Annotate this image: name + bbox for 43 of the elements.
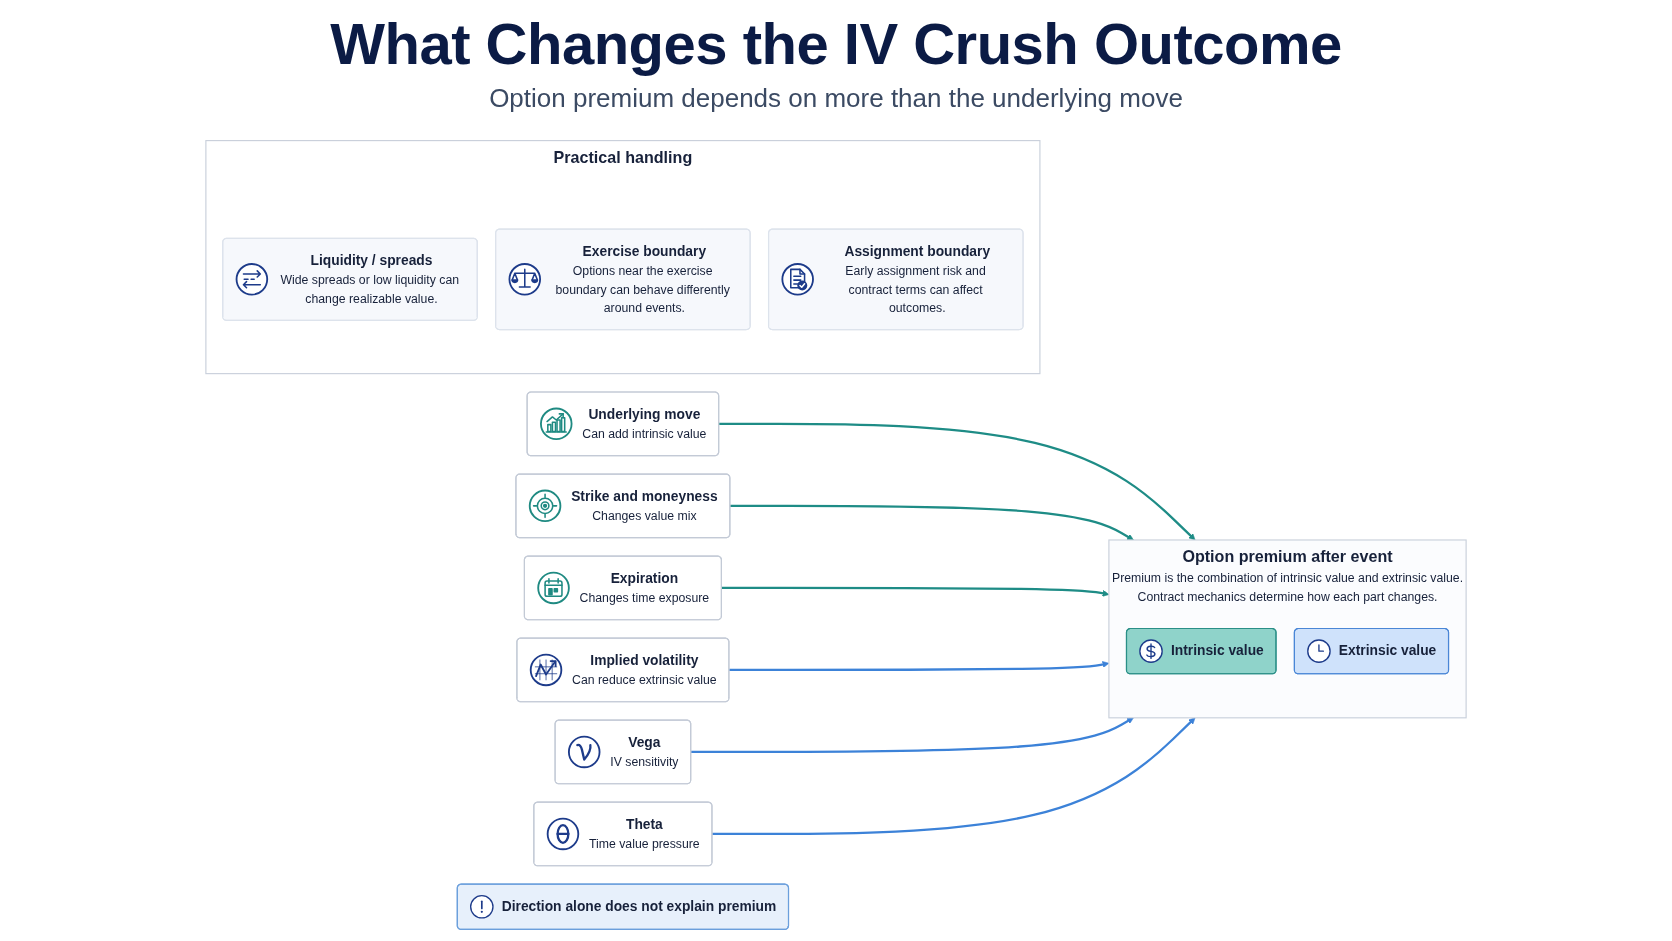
- factor-title: Theta: [625, 816, 663, 833]
- arrow: [718, 422, 1196, 541]
- item-title: Exercise boundary: [582, 243, 707, 260]
- handling-item: [767, 228, 1024, 331]
- arrow: [690, 717, 1134, 754]
- factor-title: Expiration: [610, 570, 679, 586]
- factor-card: [533, 801, 713, 867]
- factor-card: [516, 637, 730, 703]
- item-title: Liquidity / spreads: [310, 252, 433, 269]
- factor-title: Strike and moneyness: [571, 488, 718, 504]
- factor-card: [554, 719, 692, 785]
- segment-label: Extrinsic value: [1338, 643, 1437, 659]
- arrow: [711, 717, 1196, 836]
- handling-item: [222, 237, 478, 321]
- arrow: [729, 504, 1134, 541]
- handling-item: [495, 228, 751, 331]
- item-description: Options near the exercise boundary can behave differently around events.: [555, 264, 731, 315]
- item-title: Assignment boundary: [844, 243, 991, 260]
- factor-title: Vega: [628, 734, 661, 750]
- factor-title: Underlying move: [588, 406, 701, 422]
- callout-banner: [456, 883, 790, 930]
- factor-description: Can add intrinsic value: [582, 427, 707, 441]
- panel-title: Practical handling: [553, 148, 693, 166]
- factor-card: [523, 555, 722, 621]
- item-description: Early assignment risk and contract terms can affect outcomes.: [845, 264, 987, 315]
- banner-text: Direction alone does not explain premium: [501, 898, 777, 915]
- factor-card: [526, 391, 720, 457]
- segment-label: Intrinsic value: [1170, 643, 1264, 659]
- factor-description: Can reduce extrinsic value: [572, 673, 717, 687]
- item-description: Wide spreads or low liquidity can change realizable value.: [280, 273, 461, 306]
- factor-description: Time value pressure: [589, 837, 700, 851]
- factor-description: Changes time exposure: [579, 591, 710, 605]
- factor-card: [515, 473, 731, 539]
- panel-text: Contract mechanics determine how each part changes.: [1137, 589, 1438, 603]
- panel-text: Premium is the combination of intrinsic value and extrinsic value.: [1111, 571, 1464, 585]
- title: What Changes the IV Crush Outcome: [330, 12, 1342, 77]
- panel-title: Option premium after event: [1182, 547, 1393, 566]
- factor-description: Changes value mix: [592, 509, 697, 523]
- factor-title: Implied volatility: [590, 652, 699, 668]
- extrinsic-segment: [1293, 627, 1450, 675]
- intrinsic-segment: [1125, 627, 1277, 675]
- factor-description: IV sensitivity: [610, 755, 679, 769]
- subtitle: Option premium depends on more than the underlying move: [489, 82, 1183, 115]
